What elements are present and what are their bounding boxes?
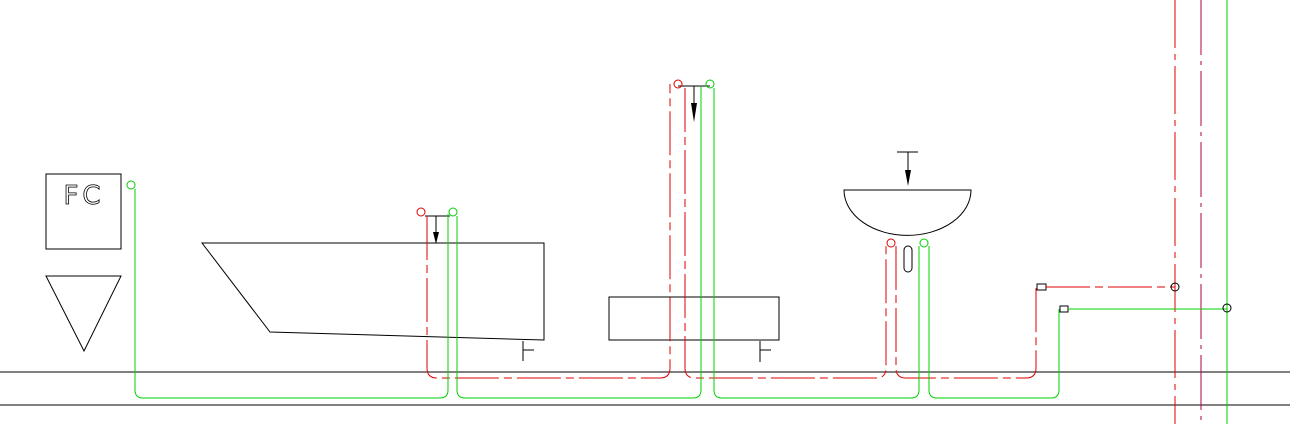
cold-water-valve	[1059, 305, 1069, 313]
triangle-symbol	[45, 275, 122, 353]
washbasin-bowl	[843, 189, 972, 236]
washbasin-faucet	[897, 151, 918, 170]
bathtub-faucet	[425, 215, 450, 232]
fc-cold-outlet	[126, 180, 136, 190]
bathtub-cold-outlet	[448, 207, 458, 217]
floor-lines	[0, 371, 1290, 406]
bathtub	[200, 215, 545, 361]
hot-water-line	[416, 79, 1180, 379]
shower-hot-outlet	[673, 79, 683, 89]
fc-cabinet: FC	[45, 173, 122, 250]
cold-water-branch-shower	[713, 88, 920, 399]
cold-water-line	[126, 79, 1232, 399]
bathtub-faucet-arrow	[433, 232, 439, 244]
bathtub-outline	[200, 242, 545, 341]
fc-label: FC	[63, 181, 104, 211]
fc-box	[45, 173, 122, 250]
shower-faucet-arrow	[691, 103, 697, 122]
hot-water-riser-tee	[1170, 282, 1180, 292]
sink-cabinet	[608, 85, 780, 362]
shower-faucet	[678, 85, 710, 103]
shower-cold-outlet	[705, 79, 715, 89]
sink-cabinet-drain-trap	[759, 341, 771, 362]
risers	[1174, 0, 1228, 424]
cold-water-branch-bathtub	[456, 86, 702, 399]
hot-water-branch-bathtub-shower	[426, 84, 671, 379]
cold-water-branch-fc	[134, 189, 449, 399]
washbasin	[843, 151, 972, 273]
hot-water-valve	[1036, 283, 1047, 291]
washbasin-cold-outlet	[919, 238, 929, 248]
cold-water-branch-main	[928, 246, 1060, 399]
washbasin-hot-outlet	[886, 238, 896, 248]
sink-cabinet-outline	[608, 296, 780, 341]
bathtub-hot-outlet	[416, 207, 426, 217]
washbasin-faucet-arrow	[905, 170, 911, 186]
cold-water-riser-tee	[1222, 303, 1232, 313]
hot-water-branch-washbasin	[684, 88, 887, 379]
hot-water-branch-main	[895, 246, 1037, 379]
bathtub-drain-trap	[522, 341, 534, 361]
washbasin-drain	[903, 245, 913, 273]
